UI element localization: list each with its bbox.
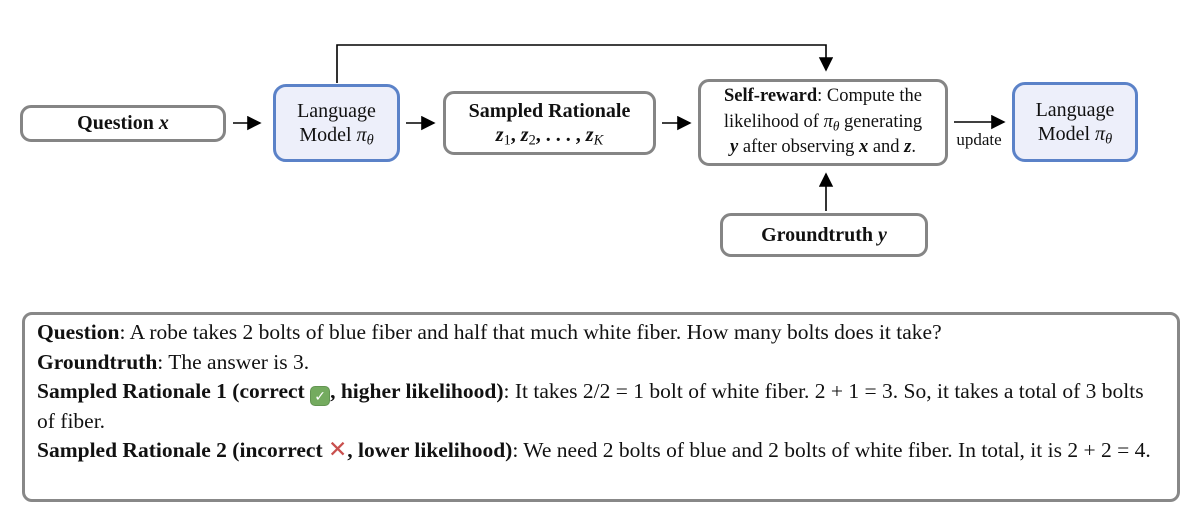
node-lm1-line1: Language [297, 99, 376, 123]
node-sampled-rationale: Sampled Rationale z1, z2, . . . , zK [443, 91, 656, 155]
text-segment: Model [299, 124, 357, 146]
cross-icon: ✕ [328, 437, 348, 463]
node-language-model-1: Language Model πθ [273, 84, 400, 162]
text-segment: θ [832, 118, 840, 134]
text-segment: : Compute the [817, 86, 922, 107]
text-segment: and [868, 137, 905, 158]
text-segment: 1 [503, 132, 511, 149]
text-segment: after observing [738, 137, 859, 158]
text-segment: likelihood of [723, 111, 824, 132]
text-segment: z [585, 124, 594, 146]
example-rationale-2-line: Sampled Rationale 2 (incorrect ✕, lower … [37, 436, 1165, 466]
text-segment: , [510, 124, 521, 146]
node-self-reward-line1: Self-reward: Compute the [724, 84, 922, 110]
text-segment: Sampled Rationale 2 (incorrect [37, 438, 329, 462]
text-segment: Groundtruth [37, 349, 158, 374]
text-segment: , lower likelihood) [347, 438, 513, 462]
text-segment: Language [297, 99, 376, 122]
node-sampled-rationale-math: z1, z2, . . . , zK [495, 123, 604, 149]
text-segment: Self-reward [724, 86, 818, 107]
text-segment: π [823, 111, 833, 132]
check-icon: ✓ [310, 386, 331, 406]
node-self-reward-line3: y after observing x and z. [730, 135, 916, 161]
text-segment: π [1095, 123, 1106, 145]
node-groundtruth: Groundtruth y [720, 213, 928, 257]
text-segment: generating [839, 111, 923, 132]
example-box: Question: A robe takes 2 bolts of blue f… [22, 312, 1180, 502]
text-segment: x [158, 112, 169, 135]
node-self-reward-line2: likelihood of πθ generating [724, 110, 922, 136]
text-segment: θ [1105, 131, 1113, 148]
text-segment: π [356, 124, 367, 146]
node-self-reward: Self-reward: Compute the likelihood of π… [698, 79, 948, 166]
text-segment: Question [37, 320, 120, 344]
text-segment: , . . . , [535, 124, 586, 146]
text-segment: Sampled Rationale [468, 99, 631, 122]
text-segment: : We need 2 bolts of blue and 2 bolts of… [512, 438, 1151, 462]
node-sampled-rationale-title: Sampled Rationale [469, 99, 631, 123]
text-segment: y [730, 137, 739, 158]
node-language-model-2: Language Model πθ [1012, 82, 1138, 162]
example-question-line: Question: A robe takes 2 bolts of blue f… [37, 318, 1165, 348]
text-segment: x [858, 137, 869, 158]
text-segment: 2 [528, 132, 536, 149]
node-question: Question x [20, 105, 226, 142]
node-lm2-line1: Language [1036, 98, 1115, 122]
arrow-feedback-loop [336, 44, 834, 83]
text-segment: y [878, 223, 887, 246]
node-lm2-line2: Model πθ [1037, 122, 1113, 148]
text-segment: , higher likelihood) [330, 379, 504, 403]
text-segment: . [911, 137, 916, 158]
text-segment: z [495, 124, 504, 146]
text-segment: Model [1037, 123, 1096, 145]
text-segment: z [520, 124, 529, 146]
text-segment: : It takes 2/2 = 1 bolt of white fiber. … [37, 379, 1144, 433]
text-segment: θ [366, 132, 374, 149]
text-segment: Language [1035, 98, 1115, 121]
node-lm1-line2: Model πθ [299, 123, 374, 149]
example-groundtruth-line: Groundtruth: The answer is 3. [37, 348, 1165, 378]
text-segment: : The answer is 3. [157, 349, 310, 374]
text-segment: K [593, 132, 604, 149]
text-segment: Sampled Rationale 1 (correct [37, 379, 311, 403]
text-segment: : A robe takes 2 bolts of blue fiber and… [119, 320, 942, 344]
text-segment: Groundtruth [761, 223, 878, 246]
text-segment: Question [77, 112, 159, 135]
example-rationale-1-line: Sampled Rationale 1 (correct ✓, higher l… [37, 377, 1165, 436]
update-arrow-label: update [956, 130, 1002, 149]
node-question-label: Question x [77, 111, 169, 135]
text-segment: z [904, 137, 912, 158]
node-groundtruth-label: Groundtruth y [761, 223, 887, 247]
